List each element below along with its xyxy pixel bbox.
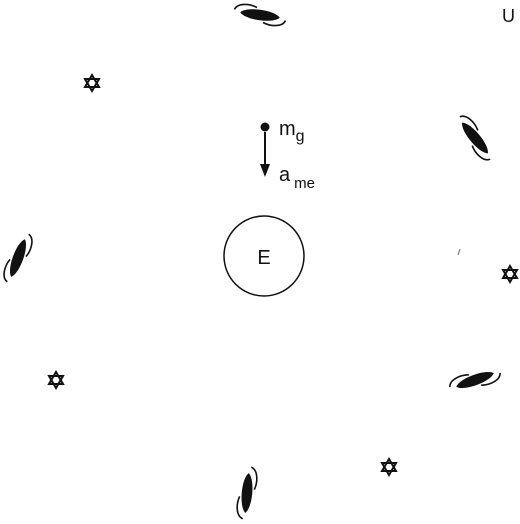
acceleration-label-base: a [279,164,291,186]
faint-mark [458,249,460,255]
galaxy-bottom [236,466,258,519]
mass-label-sub: g [296,128,305,145]
galaxy-left [1,231,35,286]
star-icon [382,459,396,475]
universe-label: U [502,6,515,26]
acceleration-label-sub: me [294,175,315,192]
star-icon [49,372,63,388]
star-icon [85,75,99,91]
test-mass-dot [261,123,270,132]
galaxy-upper-right [452,113,499,164]
mass-label-base: m [279,118,296,140]
mass-label: mg [279,118,305,145]
galaxy-top [233,3,287,27]
earth-label: E [257,247,270,269]
star-icon [503,266,517,282]
galaxy-lower-right [448,363,503,397]
arrow-head-icon [260,164,270,177]
